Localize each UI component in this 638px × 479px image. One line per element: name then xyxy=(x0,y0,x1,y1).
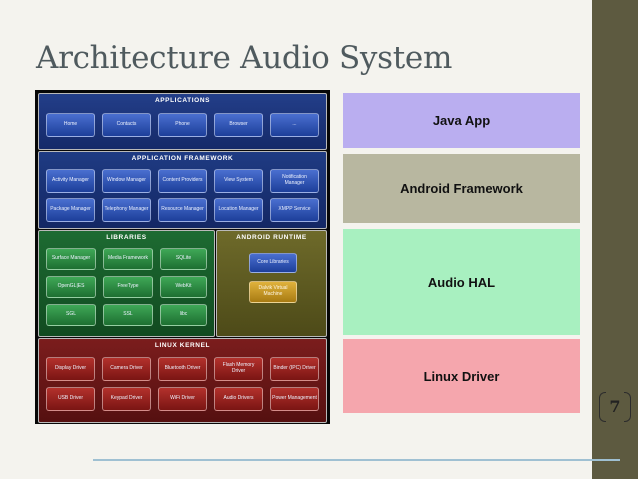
kernel-box: WiFi Driver xyxy=(158,387,207,411)
libraries-title: LIBRARIES xyxy=(106,234,147,241)
framework-box: Resource Manager xyxy=(158,198,207,222)
right-bracket xyxy=(624,392,631,422)
kernel-title: LINUX KERNEL xyxy=(154,342,211,349)
applications-layer: APPLICATIONS Home Contacts Phone Browser… xyxy=(38,93,327,150)
kernel-box: Power Management xyxy=(270,387,319,411)
audio-hal-box: Audio HAL xyxy=(343,229,580,335)
kernel-box: Camera Driver xyxy=(102,357,151,381)
java-app-box: Java App xyxy=(343,93,580,148)
runtime-box: Dalvik Virtual Machine xyxy=(249,281,297,303)
kernel-box: Flash Memory Driver xyxy=(214,357,263,381)
framework-box: Notification Manager xyxy=(270,169,319,193)
app-home-box: Home xyxy=(46,113,95,137)
library-box: libc xyxy=(160,304,207,326)
library-box: SSL xyxy=(103,304,153,326)
kernel-box: Keypad Driver xyxy=(102,387,151,411)
library-box: SGL xyxy=(46,304,96,326)
android-runtime-layer: ANDROID RUNTIME Core Libraries Dalvik Vi… xyxy=(216,230,327,337)
app-phone-box: Phone xyxy=(158,113,207,137)
applications-title: APPLICATIONS xyxy=(154,97,211,104)
libraries-layer: LIBRARIES Surface Manager Media Framewor… xyxy=(38,230,215,337)
framework-box: Content Providers xyxy=(158,169,207,193)
framework-box: Telephony Manager xyxy=(102,198,151,222)
left-bracket xyxy=(599,392,606,422)
kernel-box: Bluetooth Driver xyxy=(158,357,207,381)
app-browser-box: Browser xyxy=(214,113,263,137)
kernel-box: Display Driver xyxy=(46,357,95,381)
app-contacts-box: Contacts xyxy=(102,113,151,137)
kernel-box: USB Driver xyxy=(46,387,95,411)
framework-box: View System xyxy=(214,169,263,193)
runtime-title: ANDROID RUNTIME xyxy=(236,234,307,241)
library-box: Surface Manager xyxy=(46,248,96,270)
kernel-box: Binder (IPC) Driver xyxy=(270,357,319,381)
library-box: FreeType xyxy=(103,276,153,298)
android-architecture-diagram: APPLICATIONS Home Contacts Phone Browser… xyxy=(35,90,330,424)
framework-box: Window Manager xyxy=(102,169,151,193)
library-box: OpenGL|ES xyxy=(46,276,96,298)
linux-kernel-layer: LINUX KERNEL Display Driver Camera Drive… xyxy=(38,338,327,423)
footer-divider xyxy=(93,459,620,461)
application-framework-layer: APPLICATION FRAMEWORK Activity Manager W… xyxy=(38,151,327,229)
framework-box: XMPP Service xyxy=(270,198,319,222)
runtime-box: Core Libraries xyxy=(249,253,297,273)
app-more-box: ... xyxy=(270,113,319,137)
android-framework-box: Android Framework xyxy=(343,154,580,223)
page-number-text: 7 xyxy=(609,396,621,416)
slide-title: Architecture Audio System xyxy=(36,40,453,76)
kernel-box: Audio Drivers xyxy=(214,387,263,411)
page-number: 7 xyxy=(596,391,634,422)
linux-driver-box: Linux Driver xyxy=(343,339,580,413)
framework-box: Activity Manager xyxy=(46,169,95,193)
framework-box: Package Manager xyxy=(46,198,95,222)
framework-box: Location Manager xyxy=(214,198,263,222)
library-box: Media Framework xyxy=(103,248,153,270)
library-box: SQLite xyxy=(160,248,207,270)
library-box: WebKit xyxy=(160,276,207,298)
framework-title: APPLICATION FRAMEWORK xyxy=(131,155,234,162)
